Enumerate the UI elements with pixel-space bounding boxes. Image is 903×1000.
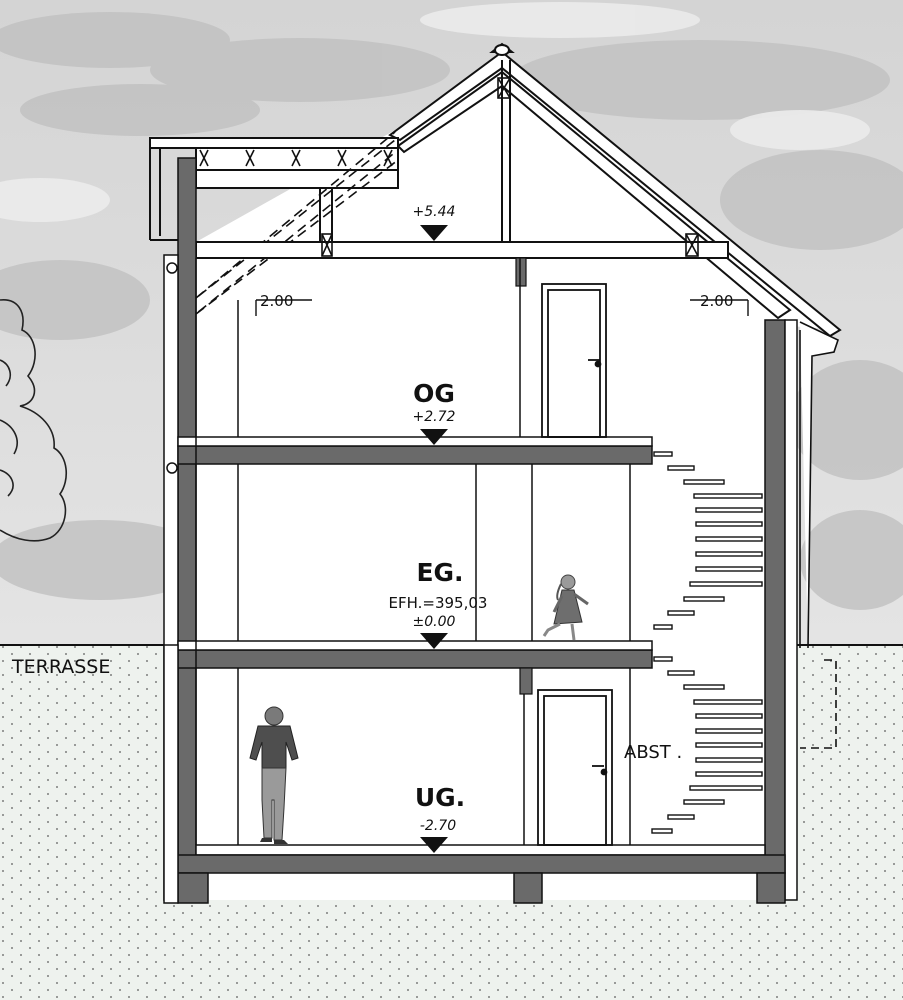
room-height-right: 2.00 [700,292,733,310]
beam-cross-marks [321,77,699,257]
attic-interior [196,70,840,330]
height-dim-left [255,299,312,316]
og-floor-slab [177,445,653,465]
eg-floor-name: EG. [416,558,463,587]
clouds [0,12,903,610]
height-dim-right [690,299,749,316]
storage-label: ABST . [624,742,682,763]
dormer-rafters [199,149,393,167]
person-girl-figure [542,574,589,641]
eg-floor-slab [177,649,653,669]
drain-dashed [800,659,837,749]
right-wall-cladding [784,319,798,901]
eg-beam-down [519,667,533,695]
staircase-upper [653,451,763,630]
basement-insulation [163,644,179,904]
left-exterior-wall [177,157,197,901]
eg-floor-elevation: ±0.00 [413,614,456,630]
eg-floor-screed [177,640,653,651]
og-floor-elevation: +2.72 [413,409,456,425]
og-floor-name: OG [413,379,455,408]
beam-end-upper [166,262,178,274]
tree-outline [0,299,67,542]
og-floor-screed [177,436,653,447]
attic-elevation-label: +5.44 [413,204,456,220]
staircase-lower [651,656,763,834]
partition-lines [195,258,631,845]
building-interior [178,255,795,900]
terrace-label: TERRASSE [11,656,110,678]
ug-floor-name: UG. [415,783,465,812]
person-man-figure [249,706,299,844]
ug-floor-screed [195,844,766,856]
ug-door [537,689,613,846]
og-beam-down [515,257,527,287]
skylight-dashed [185,131,399,323]
foundation-middle [513,872,543,904]
ug-floor-elevation: -2.70 [420,818,456,834]
foundation-left [177,872,209,904]
right-exterior-wall [764,319,786,901]
room-height-left: 2.00 [260,292,293,310]
downpipe [799,321,839,649]
ug-floor-slab [177,854,786,874]
cloud-highlights [0,2,870,222]
level-markers [420,225,448,853]
eg-floor-efh: EFH.=395,03 [389,594,488,612]
foundation-right [756,872,786,904]
beam-end-lower [166,462,178,474]
attic-floor-beam [195,241,729,259]
og-door [541,283,607,438]
